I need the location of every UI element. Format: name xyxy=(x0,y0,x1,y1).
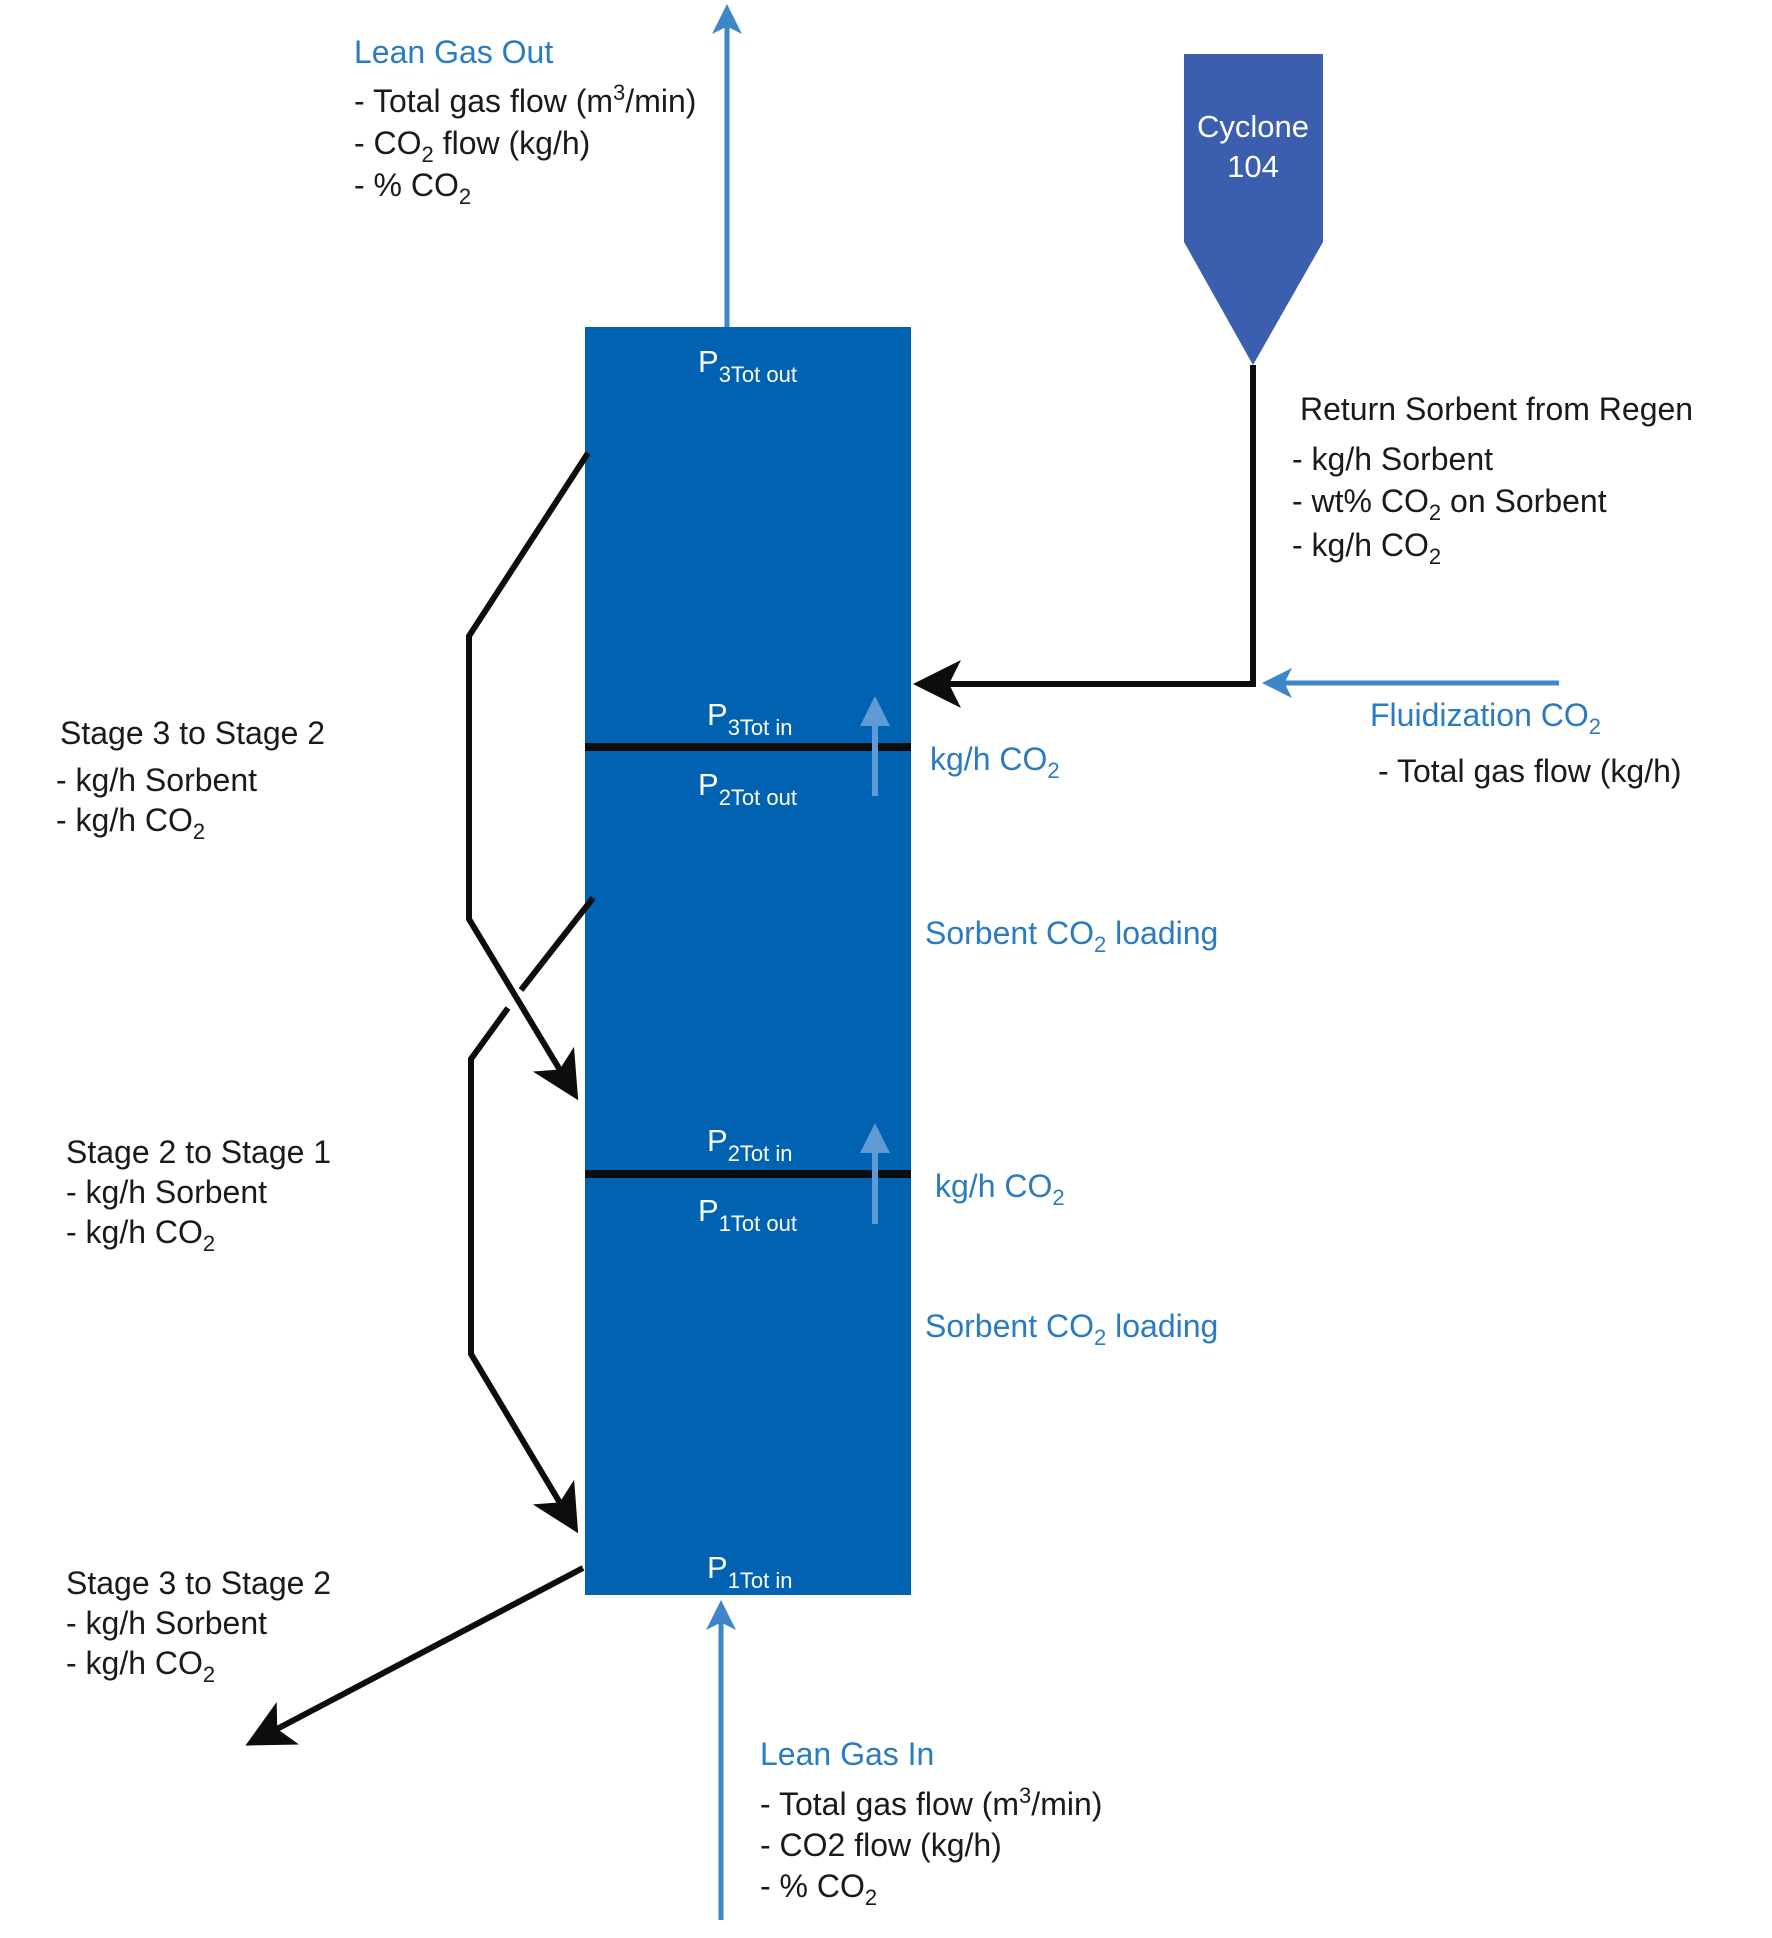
cyclone-label: Cyclone xyxy=(1197,109,1309,144)
outlet-stage-title: Stage 3 to Stage 2 xyxy=(66,1565,331,1601)
lean-gas-in-title: Lean Gas In xyxy=(760,1736,934,1772)
transfer-line-stage3-to-stage2 xyxy=(466,451,591,1101)
p1-tot-in-label: P1Tot in xyxy=(707,1550,793,1593)
stage3-to-stage2-item: - kg/h Sorbent xyxy=(56,762,257,798)
cyclone-number: 104 xyxy=(1227,149,1279,184)
sorbent-outlet-line xyxy=(245,1565,585,1746)
return-sorbent-line xyxy=(913,365,1256,708)
lean-gas-in-item: - Total gas flow (m3/min) xyxy=(760,1783,1102,1822)
stage3-to-stage2-title: Stage 3 to Stage 2 xyxy=(60,715,325,751)
outlet-stage-item: - kg/h Sorbent xyxy=(66,1605,267,1641)
return-sorbent-item: - wt% CO2 on Sorbent xyxy=(1292,483,1607,525)
stage-divider-2-1 xyxy=(585,1170,911,1178)
fluidization-title: Fluidization CO2 xyxy=(1370,697,1601,739)
stage-divider-3-2 xyxy=(585,743,911,751)
return-sorbent-title: Return Sorbent from Regen xyxy=(1300,391,1693,427)
p3-tot-in-label: P3Tot in xyxy=(707,697,793,740)
lean-gas-out-item: - CO2 flow (kg/h) xyxy=(354,125,590,167)
p1-tot-out-label: P1Tot out xyxy=(698,1193,797,1236)
stage3-to-stage2-item: - kg/h CO2 xyxy=(56,802,205,844)
lean-gas-in-item: - CO2 flow (kg/h) xyxy=(760,1827,1002,1863)
return-sorbent-item: - kg/h Sorbent xyxy=(1292,441,1493,477)
cyclone-shape xyxy=(1184,54,1323,365)
fluidization-item: - Total gas flow (kg/h) xyxy=(1378,753,1682,789)
sorbent-loading-label-lower: Sorbent CO2 loading xyxy=(925,1308,1218,1350)
stage2-to-stage1-title: Stage 2 to Stage 1 xyxy=(66,1134,331,1170)
return-sorbent-item: - kg/h CO2 xyxy=(1292,527,1441,569)
stage2-to-stage1-item: - kg/h CO2 xyxy=(66,1214,215,1256)
p2-tot-in-label: P2Tot in xyxy=(707,1123,793,1166)
stage2-to-stage1-item: - kg/h Sorbent xyxy=(66,1174,267,1210)
co2-flow-label-lower: kg/h CO2 xyxy=(935,1168,1065,1210)
transfer-line-stage2-to-stage1-b xyxy=(468,1006,579,1534)
lean-gas-out-title: Lean Gas Out xyxy=(354,34,553,70)
lean-gas-in-item: - % CO2 xyxy=(760,1868,877,1910)
sorbent-loading-label-upper: Sorbent CO2 loading xyxy=(925,915,1218,957)
p2-tot-out-label: P2Tot out xyxy=(698,767,797,810)
co2-flow-label-upper: kg/h CO2 xyxy=(930,741,1060,783)
outlet-stage-item: - kg/h CO2 xyxy=(66,1645,215,1687)
lean-gas-out-item: - Total gas flow (m3/min) xyxy=(354,80,696,119)
lean-gas-out-item: - % CO2 xyxy=(354,167,471,209)
p3-tot-out-label: P3Tot out xyxy=(698,344,797,387)
adsorber-column xyxy=(585,327,911,1595)
transfer-line-stage2-to-stage1-a xyxy=(518,896,596,992)
